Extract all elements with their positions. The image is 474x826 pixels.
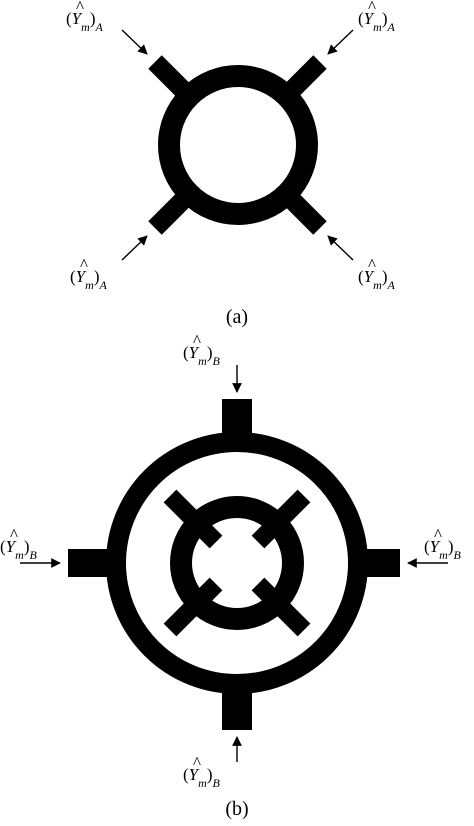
svg-text:^: ^	[368, 255, 376, 274]
outer-ring-b	[106, 432, 368, 694]
svg-text:(Ym)B: (Ym)B	[0, 537, 37, 562]
caption-b: (b)	[225, 798, 248, 820]
port-label-b-bottom: (Ym)B ^	[183, 753, 220, 790]
svg-text:^: ^	[193, 753, 201, 772]
svg-text:^: ^	[368, 0, 376, 16]
port-label-b-right: (Ym)B ^	[424, 525, 461, 562]
svg-text:(Ym)A: (Ym)A	[66, 9, 103, 34]
svg-text:^: ^	[76, 0, 84, 16]
arrow-a-bottom-left	[121, 235, 148, 261]
stub-b-left	[68, 549, 124, 577]
figure-a: (Ym)A ^ (Ym)A ^ (Ym)A ^ (Ym)A ^ (a)	[66, 0, 395, 328]
ring-a	[158, 65, 318, 225]
arrow-a-bottom-right	[327, 235, 354, 261]
svg-text:(Ym)B: (Ym)B	[183, 765, 220, 790]
port-label-a-top-left: (Ym)A ^	[66, 0, 103, 34]
svg-text:(Ym)B: (Ym)B	[183, 343, 220, 368]
arrow-a-top-left	[121, 29, 148, 55]
svg-text:(Ym)B: (Ym)B	[424, 537, 461, 562]
stub-b-bottom	[222, 679, 252, 730]
port-label-a-bottom-left: (Ym)A ^	[70, 255, 107, 292]
svg-text:^: ^	[80, 255, 88, 274]
port-label-a-bottom-right: (Ym)A ^	[358, 255, 395, 292]
svg-text:^: ^	[434, 525, 442, 544]
stub-b-top	[222, 399, 252, 447]
port-label-b-left: (Ym)B ^	[0, 525, 37, 562]
figure-b: (Ym)B ^ (Ym)B ^ (Ym)B ^ (Ym)B ^ (b)	[0, 331, 461, 820]
caption-a: (a)	[226, 306, 248, 328]
port-label-b-top: (Ym)B ^	[183, 331, 220, 368]
svg-text:(Ym)A: (Ym)A	[358, 9, 395, 34]
inner-ring-b	[170, 496, 304, 630]
stub-b-right	[350, 549, 400, 577]
svg-text:^: ^	[10, 525, 18, 544]
svg-text:(Ym)A: (Ym)A	[70, 267, 107, 292]
arrow-a-top-right	[327, 29, 354, 55]
svg-text:^: ^	[193, 331, 201, 350]
port-label-a-top-right: (Ym)A ^	[358, 0, 395, 34]
svg-text:(Ym)A: (Ym)A	[358, 267, 395, 292]
